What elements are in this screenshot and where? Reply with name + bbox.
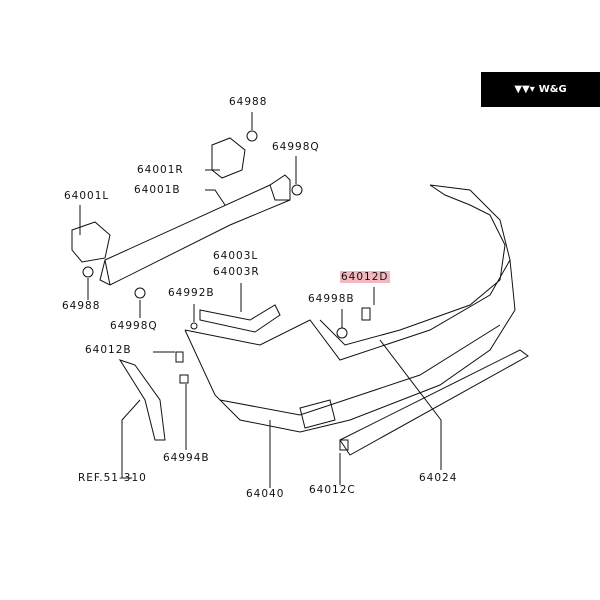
bracket-left	[71, 221, 111, 263]
label-64003l: 64003L	[213, 250, 259, 262]
logo-text: W&G	[538, 84, 567, 95]
side-bracket	[199, 304, 281, 333]
brand-logo: ▼▼▾ W&G	[481, 72, 600, 107]
leader-lines	[79, 112, 442, 488]
label-64988-top: 64988	[229, 96, 268, 108]
label-64998b: 64998B	[308, 293, 355, 305]
clip-64012b	[175, 351, 184, 363]
label-ref-51-310: REF.51-310	[78, 472, 147, 484]
label-64001r: 64001R	[137, 164, 184, 176]
label-64988-bottom: 64988	[62, 300, 101, 312]
bolt-64998q-bottom	[134, 287, 146, 299]
label-64998q-bottom: 64998Q	[110, 320, 158, 332]
bolt-64988-top	[246, 130, 258, 142]
clip-64994b	[179, 374, 189, 384]
label-64040: 64040	[246, 488, 285, 500]
fog-light	[299, 399, 336, 429]
label-64998q-top: 64998Q	[272, 141, 320, 153]
logo-mark-icon: ▼▼▾	[514, 84, 535, 95]
bolt-64988-bottom	[82, 266, 94, 278]
label-64012d-highlighted: 64012D	[340, 271, 390, 283]
label-64024: 64024	[419, 472, 458, 484]
clip-64012d	[361, 307, 371, 321]
mudguard	[118, 359, 166, 441]
label-64012c: 64012C	[309, 484, 356, 496]
label-64992b: 64992B	[168, 287, 215, 299]
screw-64992b	[190, 322, 198, 330]
clip-64012c	[339, 439, 349, 451]
bracket-right	[211, 137, 246, 179]
reinforcement-beam	[99, 174, 291, 286]
label-64003r: 64003R	[213, 266, 260, 278]
bolt-64998b	[336, 327, 348, 339]
bolt-64998q-top	[291, 184, 303, 196]
label-64012b: 64012B	[85, 344, 132, 356]
bumper-cover	[184, 184, 516, 433]
label-64001l: 64001L	[64, 190, 110, 202]
label-64994b: 64994B	[163, 452, 210, 464]
label-64001b: 64001B	[134, 184, 181, 196]
